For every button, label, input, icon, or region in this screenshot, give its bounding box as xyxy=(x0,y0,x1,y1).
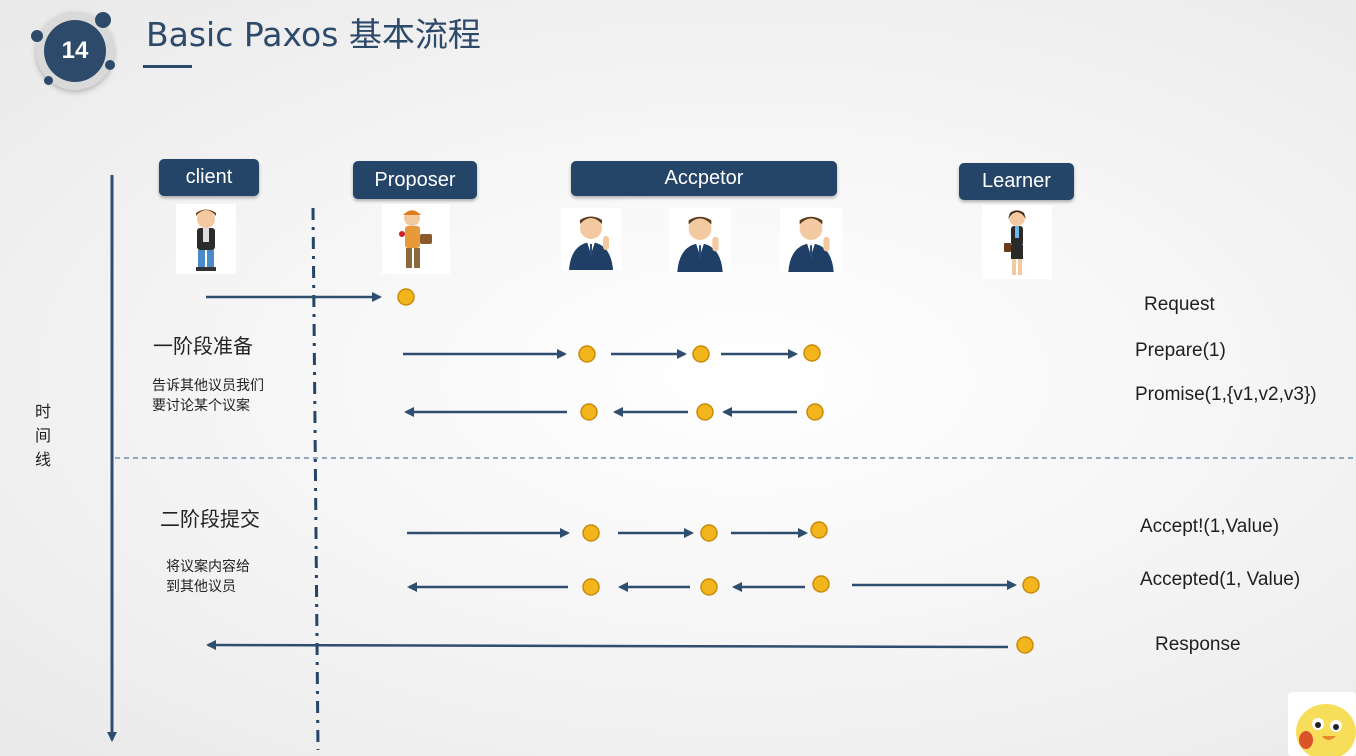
message-node xyxy=(582,524,600,542)
slide-number-badge: 14 xyxy=(44,20,106,82)
acceptor-avatar-icon xyxy=(780,208,842,272)
proposer-avatar-icon xyxy=(382,204,450,274)
acceptor-avatar-icon xyxy=(561,208,621,270)
message-node xyxy=(578,345,596,363)
timeline-label: 时 间 线 xyxy=(33,400,53,472)
message-node xyxy=(1016,636,1034,654)
badge-dot-top-left xyxy=(31,30,43,42)
msg-accept: Accept!(1,Value) xyxy=(1140,516,1280,537)
role-client: client xyxy=(159,159,259,196)
msg-request: Request xyxy=(1144,294,1215,315)
message-node xyxy=(806,403,824,421)
phase-prepare-note-line: 告诉其他议员我们 xyxy=(152,378,264,394)
badge-dot-top-right xyxy=(95,12,111,28)
message-node xyxy=(700,578,718,596)
message-node xyxy=(580,403,598,421)
phase-commit-note-line: 将议案内容给 xyxy=(166,559,250,575)
acceptor-avatar-icon xyxy=(669,208,731,272)
learner-avatar-icon xyxy=(982,205,1052,279)
role-learner: Learner xyxy=(959,163,1074,200)
message-arrow xyxy=(206,640,1009,651)
phase-prepare-note-line: 要讨论某个议案 xyxy=(152,398,250,414)
message-node xyxy=(582,578,600,596)
timeline-char: 间 xyxy=(34,426,51,445)
badge-dot-right xyxy=(105,60,115,70)
message-node xyxy=(692,345,710,363)
mascot-icon xyxy=(1288,692,1356,756)
phase-commit-note: 将议案内容给 到其他议员 xyxy=(166,557,250,597)
slide-title: Basic Paxos 基本流程 xyxy=(146,15,481,54)
phase-commit-title: 二阶段提交 xyxy=(160,507,260,531)
msg-accepted: Accepted(1, Value) xyxy=(1140,569,1301,590)
message-node xyxy=(812,575,830,593)
message-node xyxy=(397,288,415,306)
message-node xyxy=(700,524,718,542)
client-avatar-icon xyxy=(176,204,236,274)
client-boundary-line xyxy=(311,207,320,751)
timeline-char: 线 xyxy=(34,450,51,469)
msg-prepare: Prepare(1) xyxy=(1135,340,1226,361)
role-proposer: Proposer xyxy=(353,161,477,199)
phase-prepare-note: 告诉其他议员我们 要讨论某个议案 xyxy=(152,376,264,416)
role-acceptor: Accpetor xyxy=(571,161,837,196)
message-node xyxy=(1022,576,1040,594)
msg-promise: Promise(1,{v1,v2,v3}) xyxy=(1135,384,1317,405)
message-node xyxy=(696,403,714,421)
message-node xyxy=(810,521,828,539)
timeline-char: 时 xyxy=(34,402,51,421)
badge-dot-bottom xyxy=(44,76,53,85)
message-node xyxy=(803,344,821,362)
msg-response: Response xyxy=(1155,634,1241,655)
title-underline xyxy=(143,65,192,68)
phase-prepare-title: 一阶段准备 xyxy=(153,334,253,358)
phase-commit-note-line: 到其他议员 xyxy=(166,579,236,595)
